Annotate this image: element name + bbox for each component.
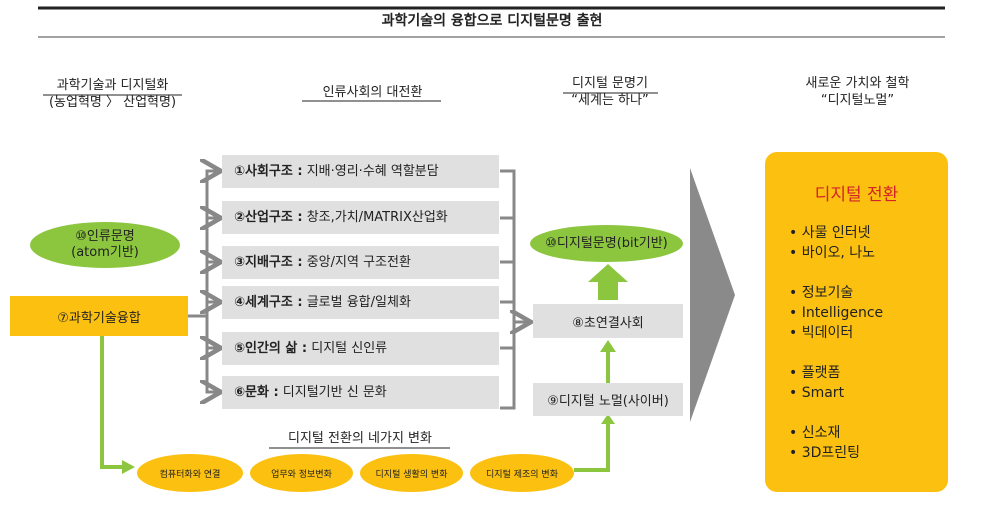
digital-normal-node: ⑨디지털 노멀(사이버) (533, 383, 683, 416)
panel-list: • 사물 인터넷 • 바이오, 나노 • 정보기술 • Intelligence • … (765, 223, 948, 463)
list-item: • 빅데이터 (789, 325, 854, 341)
page-title: 과학기술의 융합으로 디지털문명 출현 (381, 13, 603, 29)
change-item: 업무와 정보변화 (250, 454, 353, 492)
structure-item: ⑥문화 : 디지털기반 신 문화 (222, 376, 499, 409)
change-item: 컴퓨터화와 연결 (137, 454, 243, 492)
human-civilization-node: ⑩인류문명(atom기반) (30, 222, 180, 268)
structure-item: ③지배구조 : 중앙/지역 구조전환 (222, 246, 499, 279)
list-item: • Intelligence (789, 305, 884, 321)
list-item: • Smart (789, 385, 845, 401)
column-1-line1: 과학기술과 디지털화 (56, 78, 169, 93)
science-convergence-node: ⑦과학기술융합 (10, 296, 188, 336)
civilization-label: ⑩인류문명 (75, 229, 135, 244)
green-flow (100, 336, 610, 472)
left-bracket (188, 171, 218, 392)
structure-item: ①사회구조 : 지배·영리·수혜 역할분담 (222, 155, 499, 188)
list-item: • 신소재 (789, 425, 841, 441)
list-item: • 정보기술 (789, 285, 854, 301)
list-item: • 플랫폼 (789, 365, 841, 381)
four-changes-title: 디지털 전환의 네가지 변화 (288, 431, 432, 446)
list-item: • 바이오, 나노 (789, 245, 876, 261)
column-4-line1: 새로운 가치와 철학 (805, 76, 910, 91)
civilization-sub-label: (atom기반) (71, 245, 139, 260)
structure-item: ⑤인간의 삶 : 디지털 신인류 (222, 332, 499, 365)
column-3-line2: “세계는 하나” (571, 93, 649, 108)
list-item: • 사물 인터넷 (789, 225, 871, 241)
digital-civilization-node: ⑩디지털문명(bit기반) (530, 225, 683, 262)
up-arrow-icon (588, 264, 628, 300)
change-item: 디지털 제조의 변화 (470, 454, 574, 492)
column-3-line1: 디지털 문명기 (572, 76, 648, 91)
panel-title: 디지털 전환 (814, 185, 899, 205)
column-header-2: 인류사회의 대전환 (322, 85, 423, 100)
column-4-line2: “디지털노멀” (820, 93, 895, 108)
column-header-4: 새로운 가치와 철학 “디지털노멀” (765, 75, 950, 109)
column-1-line2: (농업혁명 〉 산업혁명) (48, 95, 177, 110)
column-header-3: 디지털 문명기 “세계는 하나” (520, 75, 700, 109)
list-item: • 3D프린팅 (789, 445, 861, 461)
structure-item: ④세계구조 : 글로벌 융합/일체화 (222, 286, 499, 319)
structure-item: ②산업구조 : 창조,가치/MATRIX산업화 (222, 201, 499, 234)
hyper-connected-society-node: ⑧초연결사회 (533, 304, 683, 338)
column-header-1: 과학기술과 디지털화 (농업혁명 〉 산업혁명) (20, 77, 205, 111)
digital-transformation-panel: 디지털 전환 • 사물 인터넷 • 바이오, 나노 • 정보기술 • Intelli… (765, 152, 948, 492)
right-bracket (500, 169, 528, 410)
change-item: 디지털 생활의 변화 (360, 454, 463, 492)
big-arrow-icon (690, 168, 735, 422)
